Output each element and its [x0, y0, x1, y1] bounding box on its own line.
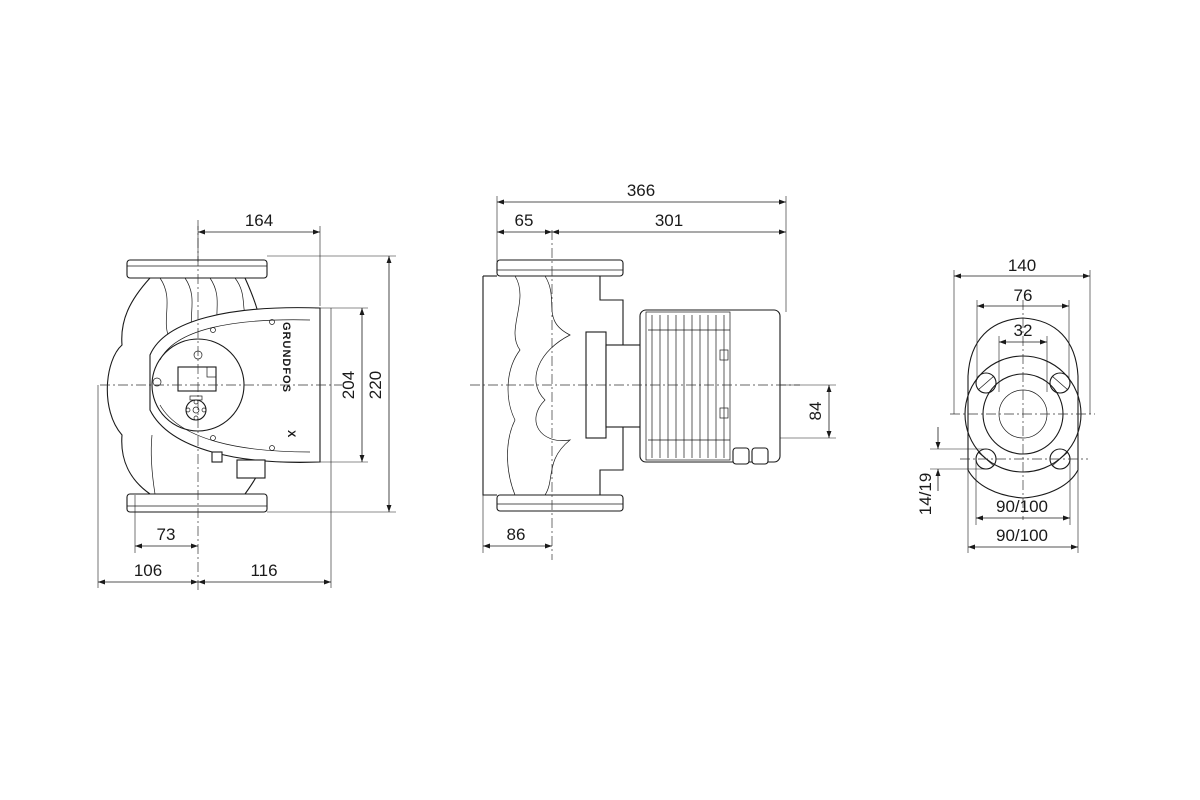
dim-flange-width: 164: [197, 211, 321, 306]
dim-total-height: 220: [267, 255, 396, 513]
dim-bolt-span: 76: [976, 286, 1070, 380]
dim-left-to-axis: 106: [97, 385, 198, 588]
dim-motor-height: 84: [780, 384, 836, 439]
dimension-label: 14/19: [916, 473, 935, 516]
dim-head-height: 204: [280, 307, 368, 463]
dimension-label: 220: [366, 371, 385, 399]
dimension-label: 140: [1008, 256, 1036, 275]
dim-left-to-axis-lower: 73: [134, 495, 198, 553]
dim-total-length: 366: [496, 181, 787, 312]
dimension-label: 65: [515, 211, 534, 230]
dim-flange-to-axis: 65: [497, 211, 552, 235]
dimension-label: 116: [250, 561, 277, 580]
dim-axis-to-right: 116: [198, 308, 332, 588]
dim-flange-half: 86: [482, 495, 552, 553]
dimension-label: 32: [1014, 321, 1033, 340]
motor-fins: [648, 315, 730, 458]
dimension-label: 90/100: [996, 526, 1048, 545]
brand-logo: GRUNDFOS: [280, 322, 292, 393]
side-pump-body: [482, 259, 781, 512]
dim-hole-diameter: 14/19: [916, 427, 986, 515]
dimension-label: 73: [157, 525, 176, 544]
dim-bolt-circle-1: 90/100: [975, 459, 1071, 525]
dimension-label: 90/100: [996, 497, 1048, 516]
dimension-label: 84: [806, 402, 825, 421]
dimension-label: 106: [134, 561, 162, 580]
front-pump-body: GRUNDFOS X: [106, 259, 321, 513]
flange-view: 140 76 32 14/19 90/100: [916, 256, 1095, 553]
dimension-label: 86: [507, 525, 526, 544]
dim-flange-outer: 140: [953, 256, 1091, 414]
dimension-label: 301: [655, 211, 683, 230]
dim-bolt-circle-2: 90/100: [967, 470, 1079, 553]
dimension-label: 366: [627, 181, 655, 200]
dimension-label: 164: [245, 211, 273, 230]
dimension-label: 204: [339, 371, 358, 399]
brand-mark: X: [285, 430, 297, 438]
front-view: GRUNDFOS X 164 204 220: [97, 211, 396, 590]
dim-axis-to-end: 301: [552, 211, 786, 235]
side-view: 366 65 301 84 86: [470, 181, 836, 560]
dim-bore: 32: [998, 321, 1048, 392]
dimension-label: 76: [1014, 286, 1033, 305]
